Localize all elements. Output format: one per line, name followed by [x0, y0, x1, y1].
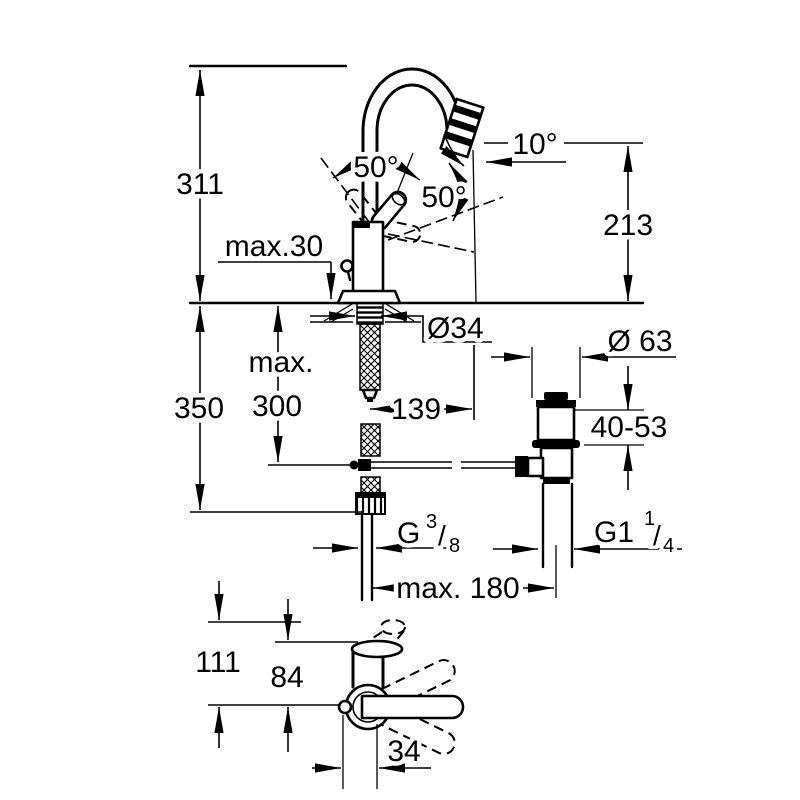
- plan-lever: [360, 694, 465, 720]
- drain-upper-body: [536, 405, 576, 442]
- rod-clevis: [515, 456, 528, 477]
- popup-knob: [340, 259, 354, 273]
- spout-inner-edge: [375, 83, 450, 228]
- drain-cap: [544, 392, 568, 400]
- supply-hose-lower: [360, 476, 381, 494]
- drain-thread-den: 4: [663, 535, 674, 557]
- dim-plan-body-label: 84: [270, 661, 303, 694]
- dim-total-height: 311: [172, 70, 228, 301]
- dim-max-rod-value: 300: [252, 390, 302, 423]
- dim-max-center-distance-label: max. 180: [396, 572, 519, 605]
- drain-thread-g: G1: [594, 516, 634, 549]
- dim-drain-thread: G1 1 / 4: [493, 505, 682, 561]
- drain-lower-body: [539, 446, 574, 480]
- supply-thread-den: 8: [449, 535, 460, 557]
- dim-projection: 139: [370, 345, 475, 431]
- plan-spout-top: [350, 639, 404, 659]
- dim-below-deck-label: 350: [174, 392, 224, 425]
- supply-hose-upper: [359, 323, 381, 391]
- dim-clamping-range-label: 40-53: [591, 411, 668, 444]
- swing-line-left: [320, 157, 370, 223]
- dim-plan-offset: 34: [312, 715, 431, 789]
- drain-oring: [532, 440, 580, 448]
- dim-plan-total-label: 111: [195, 646, 241, 679]
- dim-drain-clamping-range: 40-53: [574, 366, 672, 490]
- faucet-body: [351, 220, 385, 294]
- dim-swing-right-label: 50°: [421, 181, 466, 214]
- dim-outlet-angle: 10°: [440, 124, 643, 303]
- dim-below-deck-depth: 350: [169, 306, 229, 510]
- dim-shank-diameter: Ø34: [310, 308, 492, 350]
- dim-max-center-distance: max. 180: [373, 568, 554, 610]
- plan-spout-ghost: [380, 619, 406, 635]
- swing-line-right-up: [387, 196, 504, 241]
- drain-assembly: [515, 392, 580, 598]
- dim-projection-label: 139: [391, 393, 441, 426]
- popup-rod: [349, 459, 517, 471]
- plan-lever-ghost-up: [366, 659, 456, 717]
- escutcheon: [336, 289, 402, 305]
- dim-max-rod-length: max. 300: [244, 306, 362, 466]
- dim-max-rod-word: max.: [248, 346, 313, 379]
- drain-locknut: [543, 478, 570, 484]
- dim-plan-body-depth: 84: [266, 599, 308, 752]
- drain-thread-num: 1: [644, 508, 655, 530]
- plan-lever-ghost-down: [366, 697, 456, 755]
- supply-hose-middle: [360, 423, 381, 457]
- dim-outlet-height-label: 213: [603, 209, 653, 242]
- dim-drain-flange-label: Ø 63: [607, 325, 672, 358]
- drain-flange: [536, 400, 576, 407]
- dim-shank-diameter-label: Ø34: [427, 312, 484, 345]
- dim-total-height-label: 311: [176, 168, 224, 201]
- drain-thread-slash: /: [653, 520, 661, 551]
- dim-supply-thread: G 3 / 8: [313, 508, 464, 561]
- front-view: 311 max.30 50° 50° 10° 213: [169, 64, 682, 610]
- dim-swing-left-label: 50°: [353, 151, 398, 184]
- dim-outlet-height: 213: [598, 146, 658, 301]
- plan-view: 111 84 34: [191, 581, 465, 789]
- dim-swing-angles: 50° 50°: [332, 147, 471, 222]
- dim-max-deck-thickness: max.30: [218, 226, 336, 299]
- dim-plan-total-depth: 111: [191, 581, 245, 748]
- swing-line-right-down: [387, 233, 475, 253]
- dim-outlet-angle-label: 10°: [512, 128, 557, 161]
- body-cap: [354, 222, 370, 228]
- supply-thread-num: 3: [426, 511, 437, 533]
- supply-thread-slash: /: [438, 520, 446, 551]
- dim-plan-offset-label: 34: [387, 735, 420, 768]
- plan-popup-knob: [337, 699, 353, 715]
- faucet-front: [320, 67, 504, 602]
- aerator: [439, 97, 485, 159]
- threaded-shank: [356, 302, 384, 325]
- supply-thread-g: G: [397, 517, 420, 550]
- dim-drain-flange-diameter: Ø 63: [491, 321, 677, 398]
- dim-max-deck-label: max.30: [225, 230, 323, 263]
